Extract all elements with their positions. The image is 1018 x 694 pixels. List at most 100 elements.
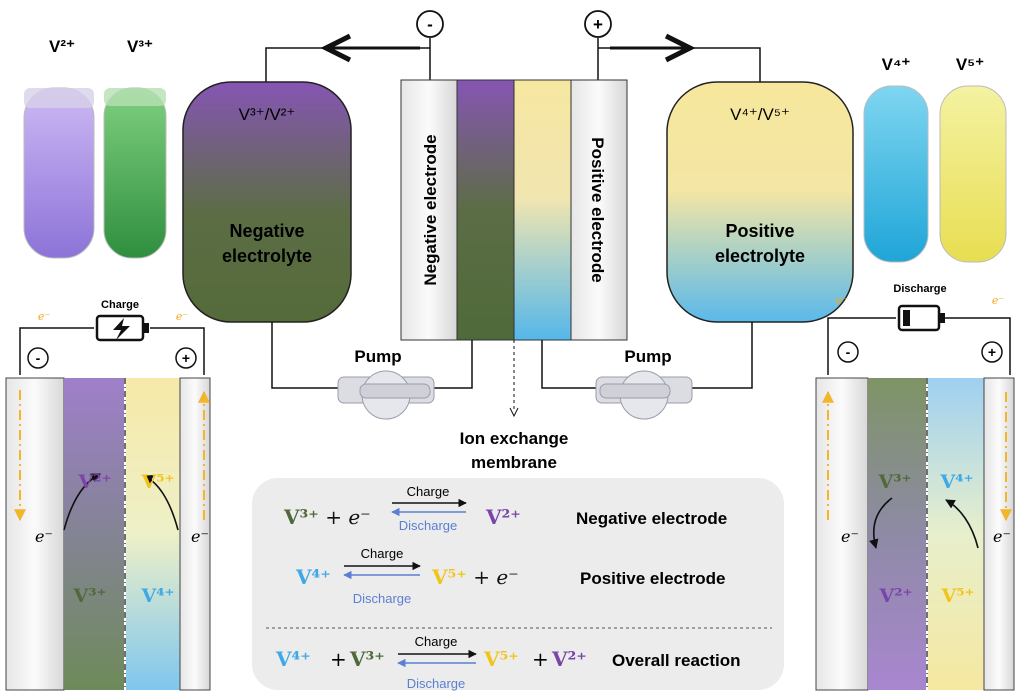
r3-rhs-ion1: V⁵⁺ (483, 647, 519, 671)
charge-bottom-right-ion: V⁴⁺ (140, 585, 174, 607)
svg-text:+: + (988, 344, 996, 360)
positive-half-cell (513, 79, 572, 341)
negative-tank-line1: Negative (229, 221, 304, 241)
discharge-terminal-negative: - (837, 341, 859, 363)
tube-label-v4: V⁴⁺ (882, 55, 911, 74)
tube-label-v5: V⁵⁺ (956, 55, 984, 74)
reactions-panel: V³⁺ + e⁻ Charge Discharge V²⁺ Negative e… (252, 478, 784, 691)
terminal-negative: - (416, 10, 444, 38)
charge-top-right-ion: V⁵⁺ (140, 471, 174, 493)
svg-text:V⁵⁺ + e⁻: V⁵⁺ + e⁻ (431, 565, 519, 589)
r1-discharge-label: Discharge (399, 518, 458, 533)
battery-discharge-icon (897, 304, 945, 332)
reaction-overall: V⁴⁺ + V³⁺ Charge Discharge V⁵⁺ + V²⁺ Ove… (275, 634, 741, 691)
tube-label-v3: V³⁺ (127, 37, 153, 56)
svg-text:-: - (36, 350, 41, 366)
terminal-positive: + (584, 10, 612, 38)
positive-tank: V⁴⁺/V⁵⁺ Positive electrolyte (666, 81, 854, 323)
svg-text:+: + (593, 15, 603, 34)
pump-left-label: Pump (354, 347, 401, 366)
discharge-neg-electrode (815, 377, 869, 691)
positive-electrode-label: Positive electrode (588, 137, 607, 283)
r3-charge-label: Charge (415, 634, 458, 649)
tube-v4 (863, 85, 929, 263)
discharge-electron-top-right: e⁻ (992, 294, 1005, 307)
test-tubes-left: V²⁺ V³⁺ (23, 37, 167, 259)
negative-tank: V³⁺/V²⁺ Negative electrolyte (182, 81, 352, 323)
r1-lhs-rest: + e⁻ (319, 505, 371, 529)
r2-lhs-ion: V⁴⁺ (295, 565, 331, 589)
charge-terminal-positive: + (175, 347, 197, 369)
charge-neg-electrode (5, 377, 65, 691)
charge-electron-right: e⁻ (191, 527, 209, 546)
svg-text:+: + (182, 350, 190, 366)
negative-half-cell (456, 79, 515, 341)
positive-tank-line1: Positive (725, 221, 794, 241)
svg-text:-: - (427, 15, 433, 34)
charge-electron-left: e⁻ (35, 527, 53, 546)
svg-text:-: - (846, 344, 851, 360)
tube-v2 (23, 87, 95, 259)
r1-lhs-ion: V³⁺ (283, 505, 319, 529)
battery-charge-icon (95, 314, 149, 342)
charge-bottom-left-ion: V³⁺ (72, 585, 106, 607)
reaction-positive-electrode: V⁴⁺ Charge Discharge V⁵⁺ + e⁻ Positive e… (295, 546, 726, 606)
discharge-top-left-ion: V³⁺ (877, 471, 911, 493)
discharge-neg-solution (868, 378, 926, 690)
piping (271, 322, 753, 418)
r3-label: Overall reaction (612, 651, 741, 670)
r2-charge-label: Charge (361, 546, 404, 561)
charge-electron-top-right: e⁻ (176, 310, 189, 323)
r2-rhs-rest: + e⁻ (467, 565, 519, 589)
membrane-label-line1: Ion exchange (460, 429, 569, 448)
tube-v5 (939, 85, 1007, 263)
tube-label-v2: V²⁺ (49, 37, 75, 56)
discharge-title: Discharge (893, 283, 946, 295)
charge-panel: Charge e⁻ e⁻ - + e⁻ e⁻ V²⁺ V³⁺ V⁵⁺ V⁴⁺ (5, 299, 211, 691)
charge-top-left-ion: V²⁺ (77, 471, 111, 493)
charge-terminal-negative: - (27, 347, 49, 369)
discharge-terminal-positive: + (981, 341, 1003, 363)
negative-electrode (400, 79, 458, 341)
r1-rhs-ion: V²⁺ (485, 505, 521, 529)
charge-pos-solution (126, 378, 180, 690)
external-circuit (265, 33, 761, 82)
r1-charge-label: Charge (407, 484, 450, 499)
r3-rhs-ion2: V²⁺ (551, 647, 587, 671)
r3-plus1: + (330, 647, 347, 671)
r3-lhs-ion1: V⁴⁺ (275, 647, 311, 671)
negative-tank-couple: V³⁺/V²⁺ (239, 105, 296, 124)
positive-tank-couple: V⁴⁺/V⁵⁺ (730, 105, 790, 124)
discharge-electron-top-left: e⁻ (836, 294, 849, 307)
tube-v3 (103, 87, 167, 259)
r2-discharge-label: Discharge (353, 591, 412, 606)
discharge-electron-left: e⁻ (841, 527, 859, 546)
discharge-electron-right: e⁻ (993, 527, 1011, 546)
discharge-panel: Discharge e⁻ e⁻ - + e⁻ e⁻ V³⁺ V²⁺ V⁴⁺ V⁵… (815, 283, 1015, 691)
cell-stack: Negative electrode Positive electrode (400, 79, 628, 341)
r2-rhs-ion: V⁵⁺ (431, 565, 467, 589)
r3-discharge-label: Discharge (407, 676, 466, 691)
discharge-bottom-left-ion: V²⁺ (878, 585, 912, 607)
charge-electron-top-left: e⁻ (38, 310, 51, 323)
r2-label: Positive electrode (580, 569, 726, 588)
reactions-background (252, 478, 784, 690)
reaction-negative-electrode: V³⁺ + e⁻ Charge Discharge V²⁺ Negative e… (283, 484, 727, 533)
pump-right-label: Pump (624, 347, 671, 366)
r3-plus2: + (532, 647, 549, 671)
negative-tank-line2: electrolyte (222, 246, 312, 266)
positive-electrode (570, 79, 628, 341)
test-tubes-right: V⁴⁺ V⁵⁺ (863, 55, 1007, 263)
discharge-pos-solution (928, 378, 984, 690)
discharge-pos-electrode (983, 377, 1015, 691)
charge-title: Charge (101, 299, 139, 311)
membrane-label-line2: membrane (471, 453, 557, 472)
pump-left: Pump (337, 347, 435, 420)
r3-lhs-ion2: V³⁺ (349, 647, 385, 671)
charge-pos-electrode (179, 377, 211, 691)
charge-neg-solution (64, 378, 124, 690)
pump-right: Pump (595, 347, 693, 420)
positive-tank-line2: electrolyte (715, 246, 805, 266)
svg-text:V³⁺ + e⁻: V³⁺ + e⁻ (283, 505, 371, 529)
